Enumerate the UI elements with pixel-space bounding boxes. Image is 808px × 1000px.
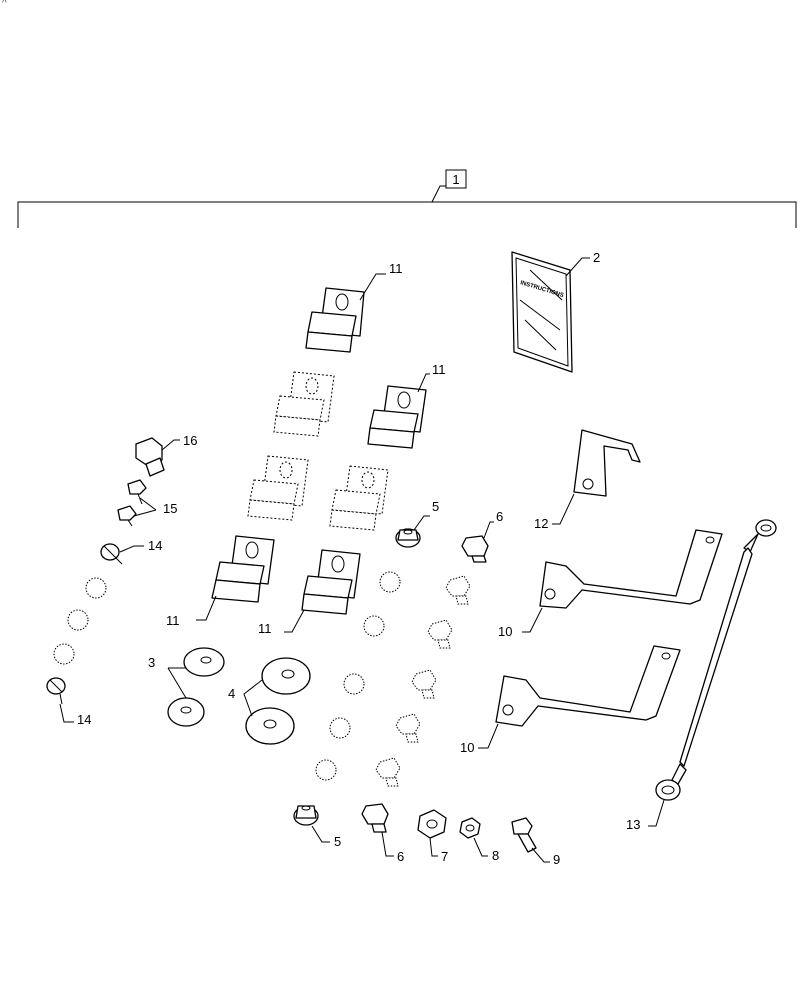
callout-4: 4 <box>228 686 235 701</box>
ghost-bolt-5 <box>375 757 401 787</box>
knurled-fastener-4 <box>379 571 401 593</box>
washer-4-a <box>261 657 311 695</box>
leader-4 <box>243 679 263 717</box>
callout-2: 2 <box>593 250 600 265</box>
clip-ghost-3 <box>329 465 389 531</box>
callout-3: 3 <box>148 655 155 670</box>
callout-11-left: 11 <box>166 613 180 628</box>
flange-bolt-6-bottom <box>361 803 389 833</box>
leader-9 <box>531 847 550 863</box>
leader-3 <box>167 667 187 699</box>
clip-ghost-2 <box>247 455 309 521</box>
bracket-10-upper <box>539 529 723 609</box>
callout-14-bottom: 14 <box>77 712 91 727</box>
flange-nut-5-bottom <box>293 805 319 826</box>
screw-15-b <box>117 505 137 527</box>
callout-13: 13 <box>626 817 640 832</box>
clip-11-top <box>305 287 365 353</box>
clip-11-right <box>301 549 361 615</box>
leader-11-right <box>284 609 305 633</box>
leader-2 <box>565 257 590 277</box>
callout-8: 8 <box>492 848 499 863</box>
leader-14-top <box>119 545 144 553</box>
leader-12 <box>552 493 575 525</box>
leader-11-top <box>359 273 386 301</box>
hex-nut-7 <box>417 809 447 839</box>
callout-7: 7 <box>441 849 448 864</box>
callout-10-lower: 10 <box>460 740 474 755</box>
knurled-fastener-1 <box>85 577 107 599</box>
callout-11-top: 11 <box>389 261 403 276</box>
bolt-16 <box>135 437 165 477</box>
leader-6-bottom <box>381 831 394 857</box>
callout-11-mid: 11 <box>432 362 446 377</box>
ghost-bolt-2 <box>427 619 453 649</box>
ghost-bolt-1 <box>445 575 471 605</box>
knurled-fastener-7 <box>329 717 351 739</box>
callout-10-upper: 10 <box>498 624 512 639</box>
leader-11-left <box>196 595 217 621</box>
bracket-12 <box>573 429 641 497</box>
leader-14-bottom <box>59 703 74 723</box>
leader-15 <box>133 497 157 517</box>
callout-15: 15 <box>163 501 177 516</box>
callout-5-bottom: 5 <box>334 834 341 849</box>
leader-16 <box>161 439 180 451</box>
washer-3-a <box>183 647 225 677</box>
knurled-fastener-5 <box>363 615 385 637</box>
bracket-10-lower <box>495 645 681 727</box>
assembly-label-box: 1 <box>445 169 467 189</box>
small-nut-8 <box>459 817 481 839</box>
flange-bolt-6-top <box>461 535 489 563</box>
callout-9: 9 <box>553 852 560 867</box>
callout-14-top: 14 <box>148 538 162 553</box>
callout-6-top: 6 <box>496 509 503 524</box>
bolt-9 <box>511 817 537 853</box>
leader-7 <box>429 837 438 857</box>
screw-15-a <box>127 479 147 505</box>
screw-14-bottom <box>46 677 66 705</box>
knurled-fastener-8 <box>315 759 337 781</box>
leader-10-upper <box>522 607 543 633</box>
callout-6-bottom: 6 <box>397 849 404 864</box>
ghost-bolt-4 <box>395 713 421 743</box>
knurled-fastener-6 <box>343 673 365 695</box>
flange-nut-5-top <box>395 528 421 548</box>
assembly-label: 1 <box>452 172 459 187</box>
leader-8 <box>473 837 488 857</box>
callout-5-top: 5 <box>432 499 439 514</box>
knurled-fastener-2 <box>67 609 89 631</box>
washer-3-b <box>167 697 205 727</box>
callout-16: 16 <box>183 433 197 448</box>
clip-11-mid <box>367 385 427 449</box>
callout-12: 12 <box>534 516 548 531</box>
ground-strap-13 <box>655 519 777 801</box>
leader-6-top <box>483 521 494 539</box>
clip-ghost-1 <box>273 371 335 437</box>
leader-13 <box>648 799 665 827</box>
screw-14-top <box>100 543 123 565</box>
knurled-fastener-3 <box>53 643 75 665</box>
leader-11-mid <box>417 373 430 393</box>
leader-5-top <box>413 515 430 531</box>
ghost-bolt-3 <box>411 669 437 699</box>
leader-5-bottom <box>311 825 330 843</box>
callout-11-right: 11 <box>258 621 272 636</box>
leader-10-lower <box>478 723 499 749</box>
corner-mark: ^ <box>2 0 7 9</box>
assembly-bracket <box>17 185 797 228</box>
washer-4-b <box>245 707 295 745</box>
clip-11-left <box>211 535 275 603</box>
instruction-manual: INSTRUCTIONS <box>511 251 573 373</box>
